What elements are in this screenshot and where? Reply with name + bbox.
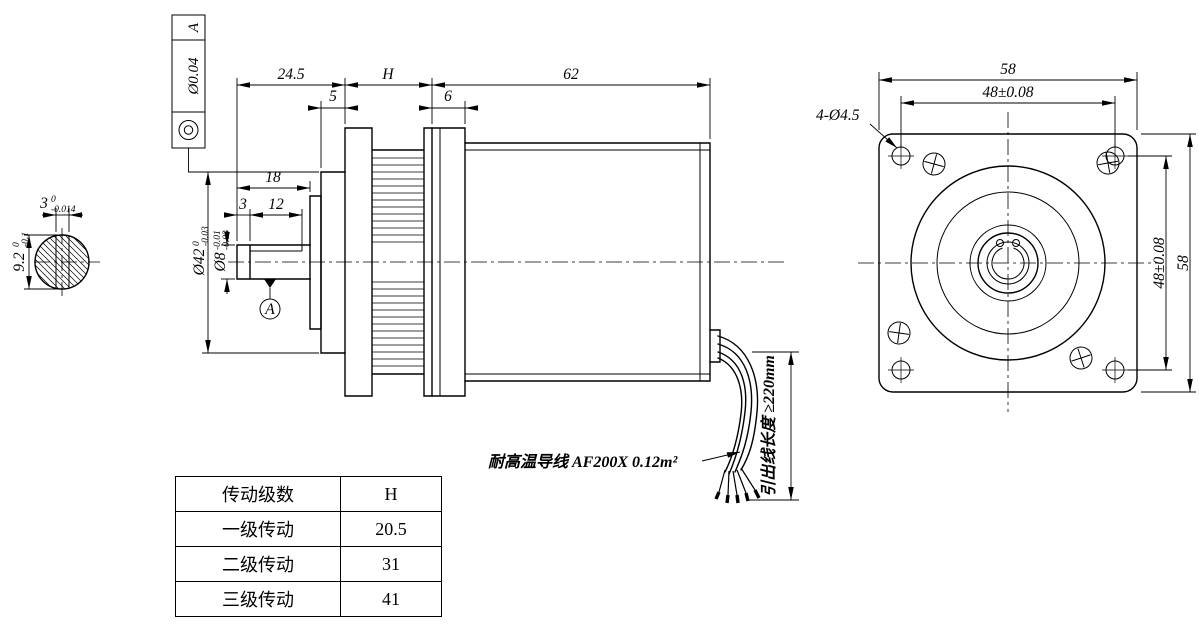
tolerance-value-label: Ø0.04 <box>186 57 202 96</box>
stage-3-value: 41 <box>340 581 442 617</box>
dim-flat-width: 3 0 -0.014 <box>39 195 83 232</box>
assembly-screws <box>887 151 1120 370</box>
table-row: 三级传动 41 <box>175 581 442 617</box>
svg-text:-0.03: -0.03 <box>201 226 211 246</box>
motor-body <box>464 142 711 382</box>
datum-reference-label: A <box>186 22 202 33</box>
table-header-row: 传动级数 H <box>175 476 442 512</box>
dim-48-right-label: 48±0.08 <box>1151 237 1168 288</box>
svg-text:9.2: 9.2 <box>11 252 28 272</box>
dim-12-label: 12 <box>268 196 284 213</box>
wire-note-leader <box>701 451 741 462</box>
dim-58-right-label: 58 <box>1175 255 1192 271</box>
svg-text:0: 0 <box>192 241 202 246</box>
front-view-dimensions: 58 48±0.08 48±0.08 58 <box>878 61 1196 393</box>
section-hatching <box>35 235 89 289</box>
concentricity-symbol-icon <box>178 120 199 140</box>
svg-text:-0.01: -0.01 <box>213 230 223 250</box>
wire-terminals <box>714 467 761 504</box>
svg-text:Ø42: Ø42 <box>191 248 208 276</box>
holes-callout-leader <box>869 123 898 149</box>
holes-callout-label: 4-Ø4.5 <box>816 107 860 124</box>
snap-ring <box>991 247 1025 280</box>
svg-text:3: 3 <box>39 195 48 212</box>
svg-text:-0.03: -0.03 <box>222 230 232 250</box>
svg-text:-0.014: -0.014 <box>51 205 76 215</box>
table-header-h: H <box>340 476 442 512</box>
dim-58-top-label: 58 <box>1000 61 1016 78</box>
lead-length-note: 引出线长度 ≥220mm <box>760 355 778 497</box>
dim-48-top-label: 48±0.08 <box>982 84 1033 101</box>
dim-18-label: 18 <box>265 169 281 186</box>
dim-h-label: H <box>381 66 394 83</box>
stage-1-value: 20.5 <box>340 511 442 547</box>
motor-front-plate <box>431 127 466 397</box>
stage-3-label: 三级传动 <box>175 581 341 617</box>
pilot-boss <box>320 171 346 354</box>
dim-62-label: 62 <box>563 66 579 83</box>
shaft-hub <box>309 195 322 330</box>
gearbox-ribs <box>372 157 424 367</box>
dim-24-5-label: 24.5 <box>277 66 304 83</box>
datum-a-flag: A <box>259 279 281 320</box>
table-row: 二级传动 31 <box>175 546 442 582</box>
dim-section-height: 9.2 0 -0.1 <box>11 232 58 290</box>
front-circles <box>910 165 1106 361</box>
side-view: A <box>34 127 788 504</box>
dim-dia-42: Ø42 0 -0.03 <box>188 171 319 354</box>
dim-dia-8: Ø8 -0.01 -0.03 <box>212 230 235 294</box>
svg-text:0: 0 <box>51 195 56 205</box>
gearbox-housing <box>344 127 433 397</box>
side-view-dimensions: 24.5 H 62 5 6 18 3 12 Ø42 0 -0.03 <box>188 66 711 354</box>
wire-exit-boss <box>709 329 721 363</box>
front-view: 4-Ø4.5 <box>816 107 1158 412</box>
transmission-table: 传动级数 H 一级传动 20.5 二级传动 31 三级传动 41 <box>175 476 442 617</box>
shaft-section-detail: 3 0 -0.014 9.2 0 -0.1 <box>11 195 90 296</box>
feature-control-frame: A Ø0.04 <box>171 14 206 172</box>
wire-annotations: 耐高温导线 AF200X 0.12m² 引出线长度 ≥220mm <box>488 351 799 501</box>
lead-wires <box>714 335 761 504</box>
svg-text:0: 0 <box>12 242 22 247</box>
output-shaft <box>236 244 311 280</box>
stage-1-label: 一级传动 <box>175 511 341 547</box>
dim-5-label: 5 <box>329 88 337 105</box>
stage-2-value: 31 <box>340 546 442 582</box>
svg-text:-0.1: -0.1 <box>21 232 31 247</box>
stage-2-label: 二级传动 <box>175 546 341 582</box>
table-row: 一级传动 20.5 <box>175 511 442 547</box>
table-header-stages: 传动级数 <box>175 476 341 512</box>
mounting-holes <box>888 143 1128 383</box>
wire-spec-note: 耐高温导线 AF200X 0.12m² <box>488 453 678 471</box>
datum-a-label: A <box>264 301 275 318</box>
dim-3-label: 3 <box>238 196 247 213</box>
dim-6-label: 6 <box>444 88 452 105</box>
svg-text:Ø8: Ø8 <box>212 252 229 272</box>
